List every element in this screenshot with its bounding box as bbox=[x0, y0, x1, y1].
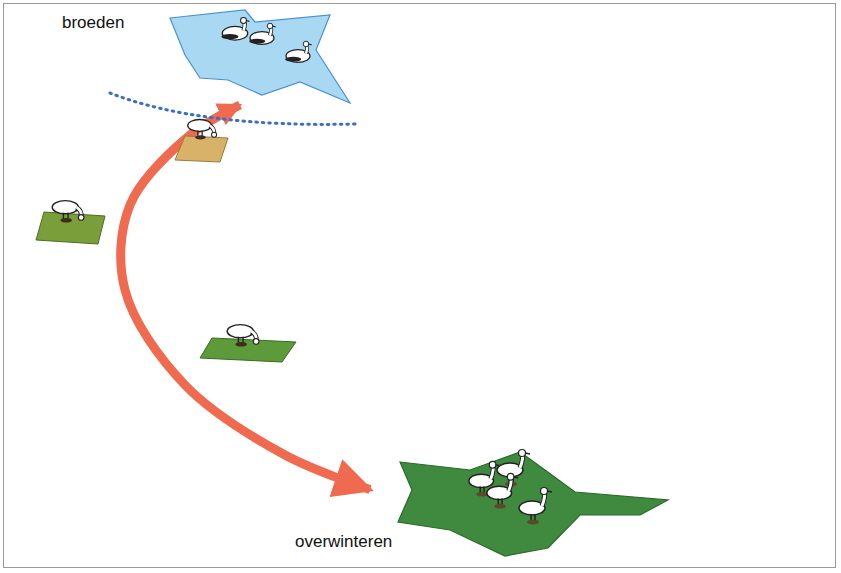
goose-icon bbox=[52, 201, 84, 223]
breeding-area: broeden bbox=[160, 5, 355, 105]
goose-icon bbox=[249, 23, 275, 44]
goose-icon bbox=[487, 473, 518, 508]
area-label: overwinteren bbox=[295, 532, 392, 552]
area-label: broeden bbox=[62, 13, 124, 33]
stopover-patch bbox=[175, 136, 228, 162]
area-shape bbox=[370, 450, 670, 560]
boundary-line bbox=[110, 93, 356, 124]
goose-icon bbox=[227, 325, 259, 347]
stopover-patch bbox=[200, 338, 296, 362]
goose-icon bbox=[497, 450, 530, 487]
area-outline bbox=[170, 10, 350, 103]
stopover-patch bbox=[36, 212, 105, 244]
wintering-area: overwinteren bbox=[370, 450, 670, 560]
goose-icon bbox=[285, 41, 311, 62]
area-shape bbox=[160, 5, 355, 105]
goose-icon bbox=[519, 488, 552, 525]
goose-icon bbox=[221, 18, 249, 41]
goose-icon bbox=[188, 120, 217, 140]
goose-icon bbox=[469, 461, 500, 496]
migration-arrow bbox=[121, 105, 370, 490]
area-outline bbox=[398, 452, 668, 556]
